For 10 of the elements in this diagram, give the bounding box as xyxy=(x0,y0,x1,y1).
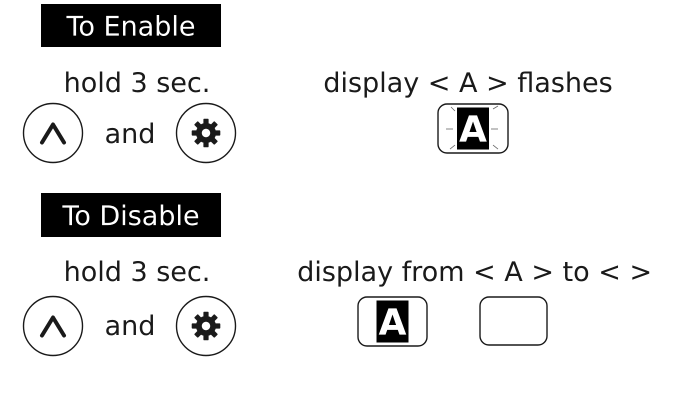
instruction-text: and xyxy=(106,122,153,144)
heading-band: To Disable xyxy=(41,193,221,237)
display-box: A xyxy=(357,296,428,347)
empty-display-box xyxy=(479,296,548,346)
instruction-text: and xyxy=(106,314,153,336)
heading-band: To Enable xyxy=(41,4,221,47)
display-caption: display < A > flashes xyxy=(324,72,612,98)
display-box: A xyxy=(437,103,509,154)
display-caption: display from < A > to < > xyxy=(298,260,650,287)
instruction-text: hold 3 sec. xyxy=(66,72,208,92)
